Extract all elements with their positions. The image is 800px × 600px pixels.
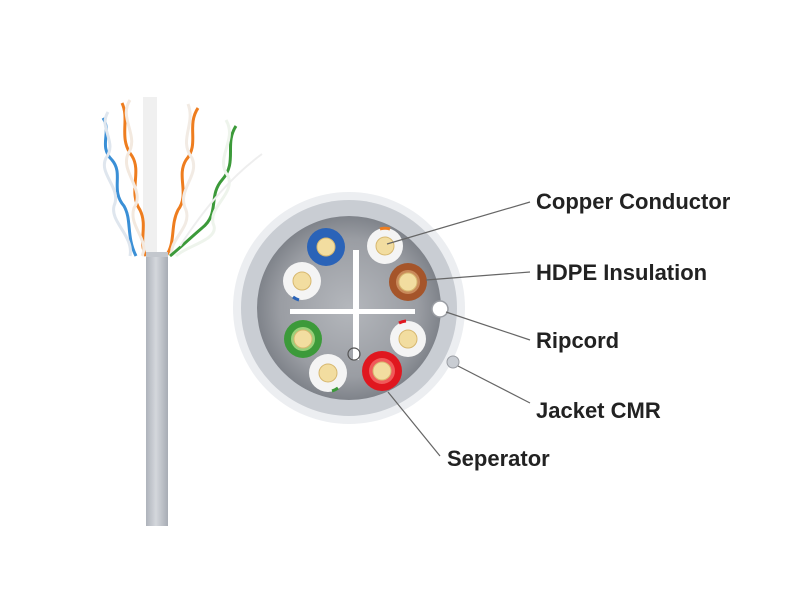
pair-green-wire <box>169 125 238 258</box>
leader-lines <box>386 201 531 457</box>
conductor-green <box>284 320 322 358</box>
leader-seperator <box>387 391 441 457</box>
conductor-white-red <box>390 319 426 357</box>
pair-orange-left-wire <box>120 102 148 257</box>
pair-orange-left-white-wire <box>124 99 146 257</box>
leader-copper <box>386 201 531 245</box>
conductor-white-orange-top <box>367 226 403 264</box>
leader-jacket <box>457 365 531 404</box>
pair-blue-wire <box>101 117 138 257</box>
pair-orange-right-wire <box>164 107 200 257</box>
label-jacket-cmr: Jacket CMR <box>536 398 661 423</box>
leader-hdpe <box>425 271 531 281</box>
ripcord-circle <box>431 300 449 318</box>
separator-vertical <box>353 250 359 360</box>
separator-center-hole <box>347 347 361 361</box>
pair-green-white-wire <box>174 119 231 258</box>
conductor-white-blue <box>283 262 321 302</box>
pair-orange-right-white-wire <box>170 103 196 257</box>
label-ripcord: Ripcord <box>536 328 620 353</box>
core-area <box>257 216 441 400</box>
ripcord-strand <box>179 153 263 247</box>
jacket-marker <box>446 355 460 369</box>
cable-side-view-icon <box>101 97 263 526</box>
pair-blue-white-wire <box>102 111 132 257</box>
cable-jacket-top-edge <box>146 252 168 257</box>
cable-jacket-side <box>146 254 168 526</box>
cable-cross-section-icon <box>233 192 465 424</box>
conductor-white-green <box>309 354 347 393</box>
separator-horizontal <box>290 309 415 314</box>
label-copper-conductor: Copper Conductor <box>536 189 731 214</box>
conductor-red <box>362 351 402 391</box>
label-hdpe-insulation: HDPE Insulation <box>536 260 708 285</box>
leader-ripcord <box>445 311 531 341</box>
conductor-blue <box>307 228 345 266</box>
label-seperator: Seperator <box>447 446 550 471</box>
conductor-brown <box>389 263 427 301</box>
